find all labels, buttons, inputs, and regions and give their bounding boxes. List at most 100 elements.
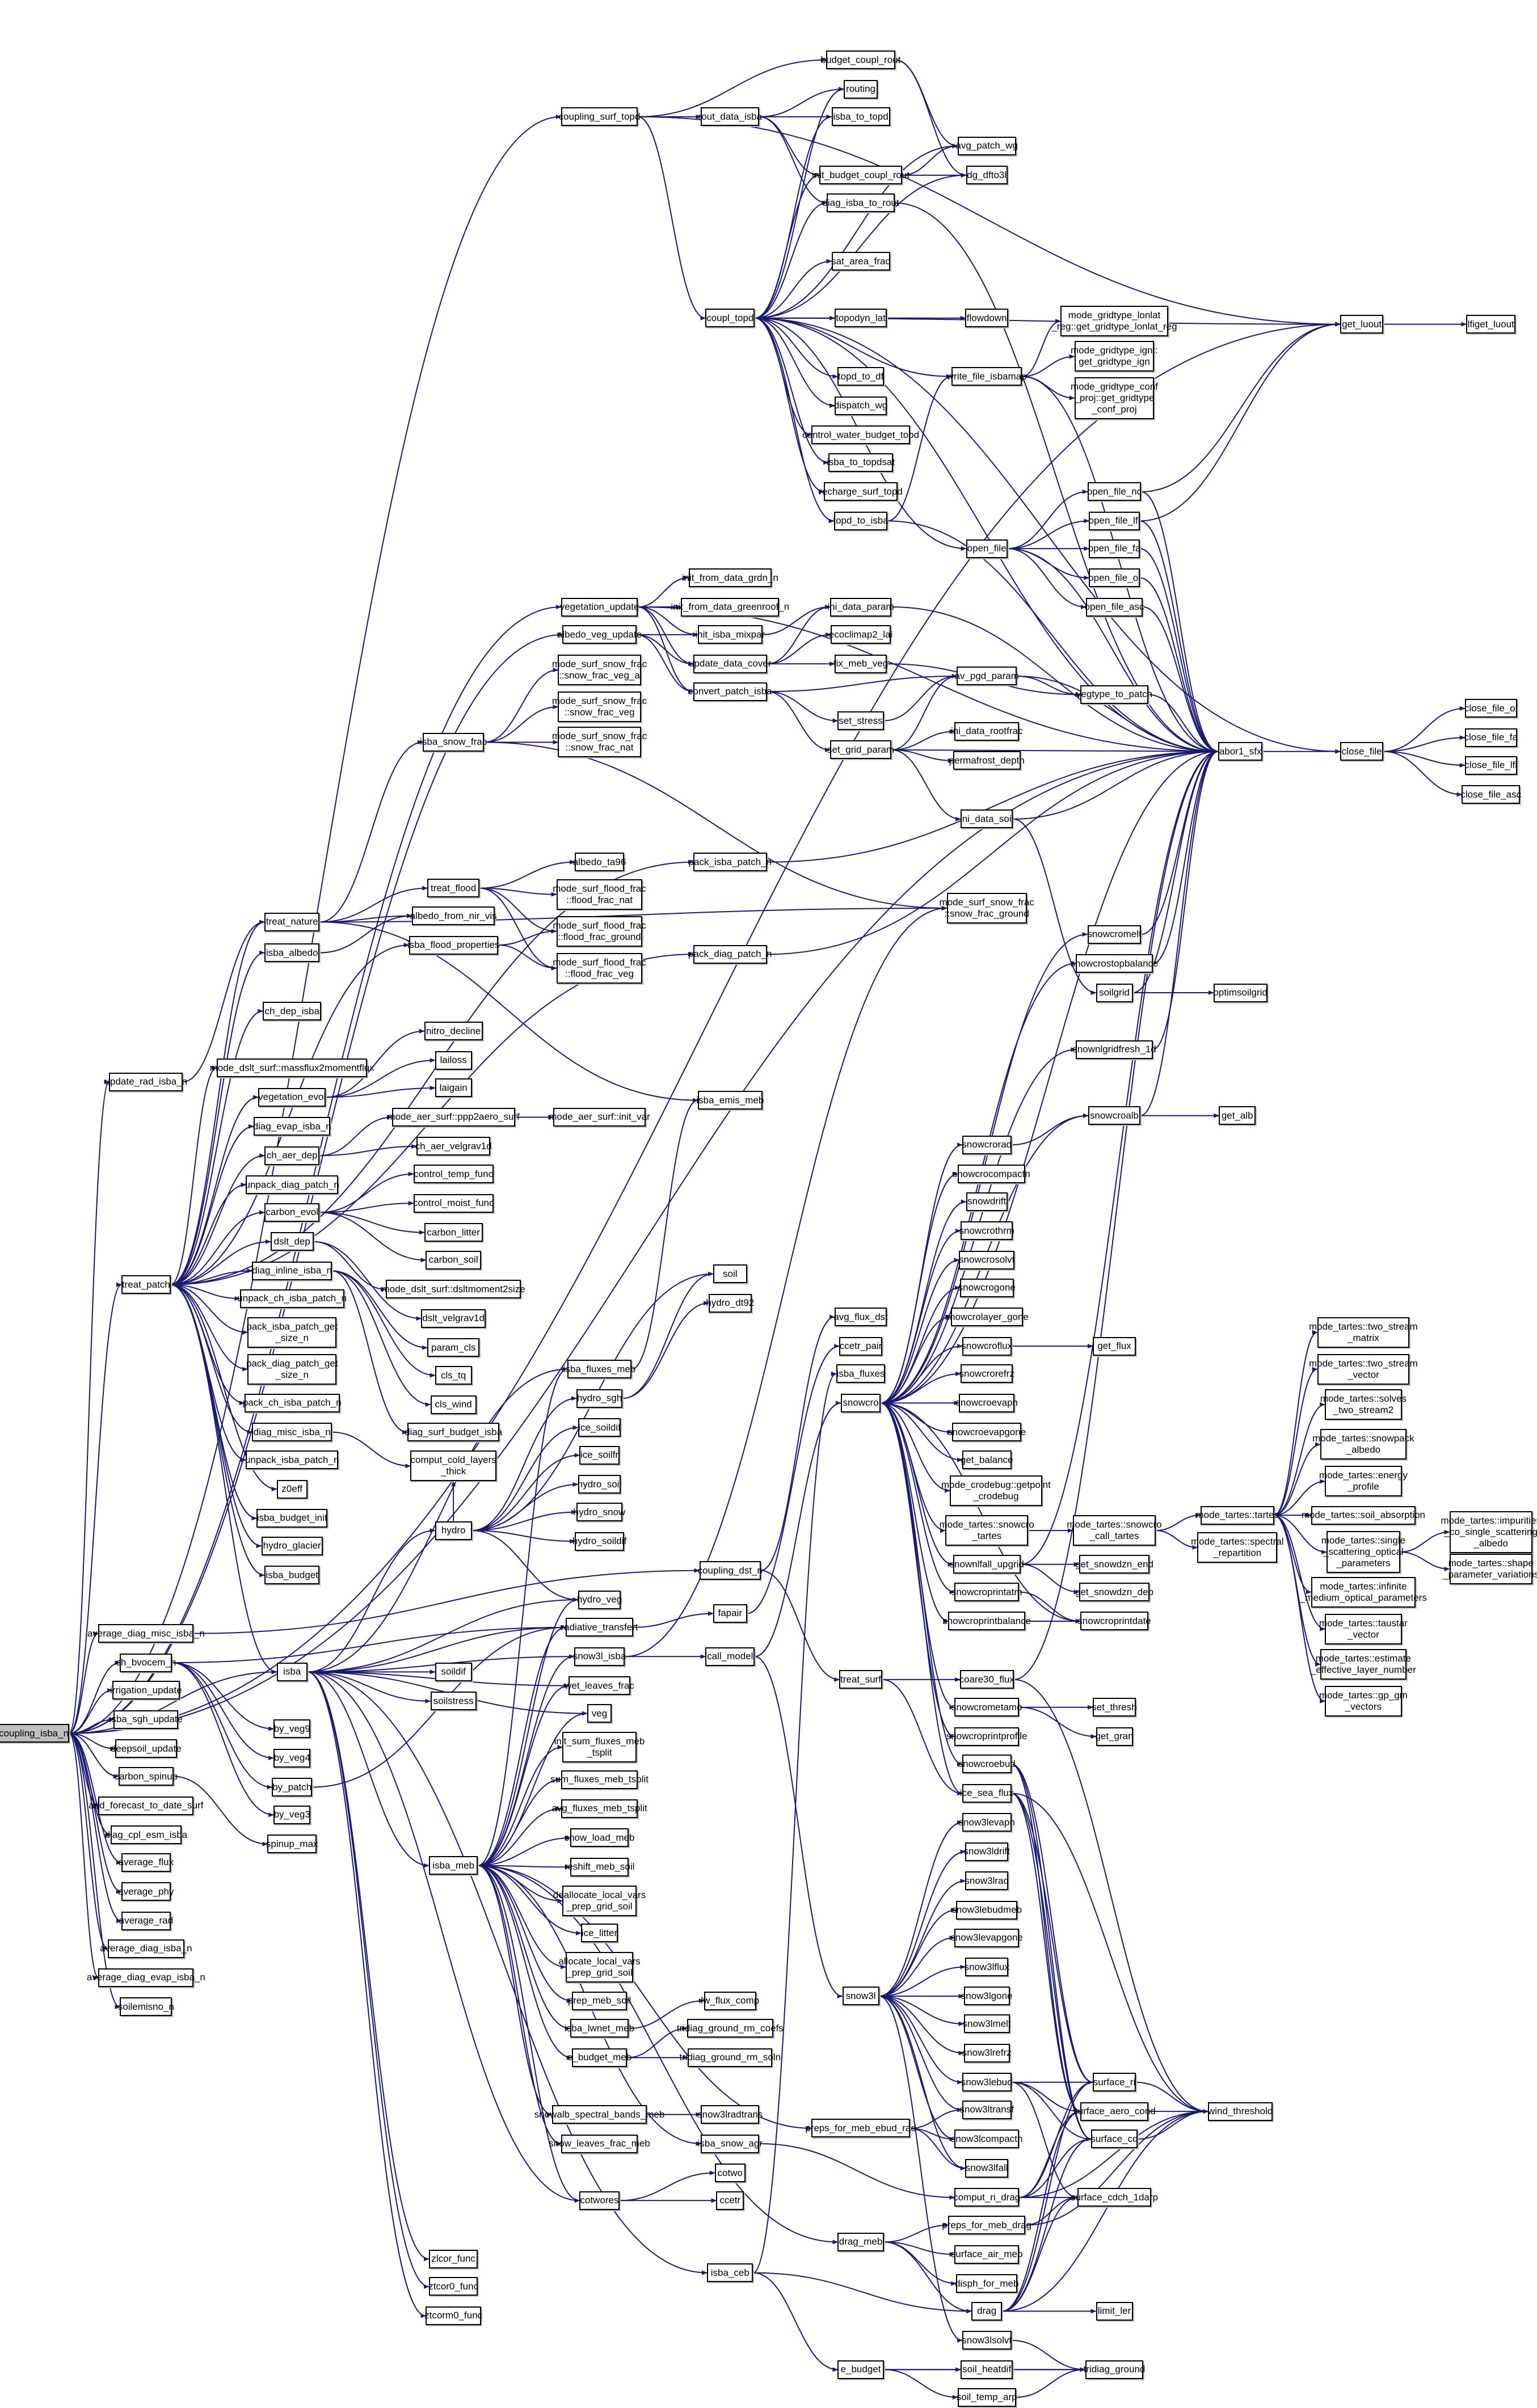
graph-node[interactable]: treat_patch [121,1275,171,1294]
graph-node[interactable]: treat_surf [839,1670,882,1689]
graph-node[interactable]: mode_tartes::impurities _co_single_scatt… [1441,1511,1537,1553]
graph-node[interactable]: snow3lebud [961,2073,1013,2092]
graph-node[interactable]: get_luout [1340,315,1384,334]
graph-node[interactable]: mode_tartes::snowcro _call_tartes [1067,1515,1162,1546]
graph-node[interactable]: snowcroflux [961,1336,1012,1356]
graph-node[interactable]: snowcrorad [962,1135,1012,1154]
graph-node[interactable]: mode_tartes::taustar _vector [1319,1613,1408,1644]
graph-node[interactable]: snow3lcompactn [951,2129,1022,2149]
graph-node[interactable]: soildif [435,1662,472,1681]
graph-node[interactable]: control_temp_func [413,1165,494,1184]
graph-node[interactable]: limit_ler [1096,2301,1133,2321]
graph-node[interactable]: snownlfall_upgrid [949,1555,1024,1574]
graph-node[interactable]: average_diag_evap_isba_n [87,1968,205,1987]
graph-node[interactable]: control_moist_func [413,1194,494,1213]
graph-node[interactable]: close_file [1340,742,1384,761]
graph-node[interactable]: diag_surf_budget_isba [405,1423,502,1442]
graph-node[interactable]: snow_leaves_frac_meb [549,2134,650,2153]
graph-node[interactable]: fix_meb_veg [833,654,888,673]
graph-node[interactable]: spinup_max [266,1835,318,1854]
graph-node[interactable]: get_snowdzn_deb [1075,1583,1153,1602]
graph-node[interactable]: surface_air_meb [951,2245,1022,2264]
graph-node[interactable]: flowdown [965,309,1009,328]
graph-node[interactable]: isba_ceb [707,2263,753,2283]
graph-node[interactable]: isba_budget_init [256,1508,327,1528]
graph-node[interactable]: snownlgridfresh_1d [1072,1040,1156,1059]
graph-node[interactable]: by_patch [272,1778,312,1797]
graph-node[interactable]: vegetation_update [560,597,639,617]
graph-node[interactable]: isba_fluxes [836,1364,886,1384]
graph-node-root[interactable]: coupling_isba_n [0,1724,69,1743]
graph-node[interactable]: diag_cpl_esm_isba [105,1825,187,1845]
graph-node[interactable]: close_file_asc [1460,785,1521,804]
graph-node[interactable]: mode_surf_snow_frac ::snow_frac_nat [552,727,647,758]
graph-node[interactable]: diag_evap_isba_n [253,1117,331,1136]
graph-node[interactable]: isba [276,1662,308,1681]
graph-node[interactable]: mode_tartes::solves _two_stream2 [1320,1389,1407,1420]
graph-node[interactable]: snow3lfall [965,2158,1009,2178]
graph-node[interactable]: disph_for_meb [955,2274,1018,2293]
graph-node[interactable]: soilemisno_n [118,1997,174,2017]
graph-node[interactable]: pack_isba_patch_get _size_n [246,1317,338,1348]
graph-node[interactable]: snowcroalb [1088,1106,1141,1125]
graph-node[interactable]: surface_cdch_1darp [1071,2188,1158,2207]
graph-node[interactable]: mode_tartes::single _scattering_optical … [1321,1531,1405,1574]
graph-node[interactable]: topd_to_df [837,367,884,386]
graph-node[interactable]: mode_tartes::snowpack _albedo [1312,1429,1414,1460]
graph-node[interactable]: abor1_sfx [1218,742,1263,761]
graph-node[interactable]: mode_tartes::energy _profile [1319,1466,1408,1497]
graph-node[interactable]: cotwores [579,2191,620,2210]
graph-node[interactable]: snowcrosolvt [959,1250,1014,1270]
graph-node[interactable]: snowcrometamo [951,1698,1022,1717]
graph-node[interactable]: prep_meb_soil [568,1991,631,2010]
graph-node[interactable]: write_file_isbamap [947,367,1027,386]
graph-node[interactable]: cotwo [714,2164,746,2183]
graph-node[interactable]: isba_snow_frac [420,732,487,752]
graph-node[interactable]: wind_threshold [1208,2102,1273,2121]
graph-node[interactable]: set_grid_param [827,740,894,760]
graph-node[interactable]: snowcroevapn [955,1393,1018,1412]
graph-node[interactable]: mode_surf_snow_frac ::snow_frac_veg_a [552,655,647,686]
graph-node[interactable]: convert_patch_isba [688,682,772,701]
graph-node[interactable]: average_phy [118,1882,174,1901]
graph-node[interactable]: init_sum_fluxes_meb _tsplit [554,1732,645,1763]
graph-node[interactable]: albedo_ta96 [573,853,626,872]
graph-node[interactable]: get_balance [961,1450,1013,1470]
graph-node[interactable]: hydro_sgh [576,1389,623,1408]
graph-node[interactable]: rout_data_isba [698,107,762,126]
graph-node[interactable]: mode_tartes::soil_absorption [1302,1505,1425,1525]
graph-node[interactable]: coupling_dst_n [698,1561,763,1580]
graph-node[interactable]: init_from_data_greenroof_n [671,597,789,617]
graph-node[interactable]: mode_crodebug::getpoint _crodebug [941,1475,1051,1506]
graph-node[interactable]: snowcro [840,1393,881,1412]
graph-node[interactable]: hydro_soildif [572,1532,626,1551]
graph-node[interactable]: albedo_veg_update [557,625,642,644]
graph-node[interactable]: snow3ldrift [964,1842,1010,1861]
graph-node[interactable]: get_flux [1093,1336,1136,1356]
graph-node[interactable]: snow3levapn [959,1813,1015,1832]
graph-node[interactable]: dslt_dep [270,1232,314,1251]
graph-node[interactable]: snowdrift [966,1192,1008,1211]
graph-node[interactable]: sat_area_frac [831,252,890,271]
graph-node[interactable]: deepsoil_update [111,1739,182,1758]
graph-node[interactable]: ccetr [716,2191,744,2210]
graph-node[interactable]: pack_diag_patch_get _size_n [246,1353,338,1385]
graph-node[interactable]: isba_snow_agr [698,2134,763,2153]
graph-node[interactable]: snowcrogone [958,1278,1016,1297]
graph-node[interactable]: snowcrocompactn [953,1165,1030,1184]
graph-node[interactable]: cls_wind [430,1395,477,1414]
graph-node[interactable]: isba_lwnet_meb [565,2019,634,2038]
graph-node[interactable]: update_data_cover [689,654,772,673]
graph-node[interactable]: treat_flood [427,879,480,898]
graph-node[interactable]: close_file_ol [1464,699,1518,718]
graph-node[interactable]: ice_litter [581,1924,618,1943]
graph-node[interactable]: mode_surf_snow_frac ::snow_frac_veg [552,691,647,723]
graph-node[interactable]: soilgrid [1096,983,1133,1002]
graph-node[interactable]: mode_gridtype_ign:: get_gridtype_ign [1071,341,1158,372]
graph-node[interactable]: surface_aero_cond [1073,2102,1156,2121]
graph-node[interactable]: recharge_surf_topd [819,482,903,501]
graph-node[interactable]: budget_coupl_rout [821,50,900,70]
graph-node[interactable]: snowcroebud [958,1755,1016,1774]
graph-node[interactable]: isba_emis_meb [696,1091,764,1110]
graph-node[interactable]: ini_data_soil [960,809,1013,829]
